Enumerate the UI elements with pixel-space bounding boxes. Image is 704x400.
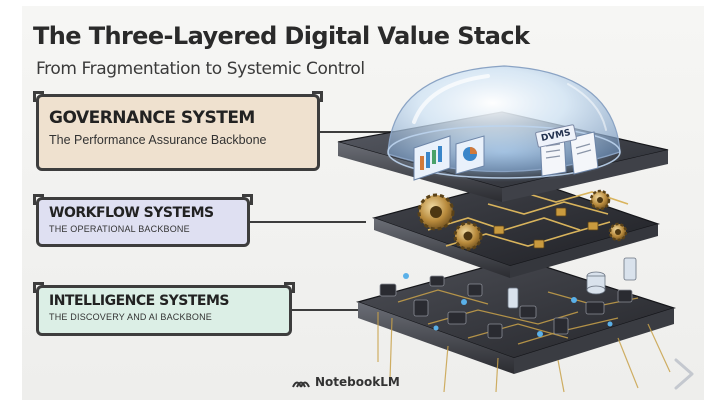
workflow-systems-box: WORKFLOW SYSTEMS THE OPERATIONAL BACKBON… xyxy=(33,194,253,247)
workflow-layer-platform xyxy=(371,177,661,278)
governance-connector-line xyxy=(320,131,402,133)
intelligence-connector-line xyxy=(292,309,366,311)
page-subtitle: From Fragmentation to Systemic Control xyxy=(36,59,365,79)
gear-icon xyxy=(453,221,483,251)
chart-panel-icon xyxy=(455,135,485,175)
workflow-systems-title: WORKFLOW SYSTEMS xyxy=(49,205,214,221)
intelligence-layer-platform xyxy=(356,257,676,393)
chevron-right-icon[interactable] xyxy=(662,354,702,394)
workflow-connector-line xyxy=(250,221,366,223)
governance-system-title: GOVERNANCE SYSTEM xyxy=(49,108,255,128)
notebooklm-branding: NotebookLM xyxy=(292,375,400,389)
intelligence-systems-subtitle: THE DISCOVERY AND AI BACKBONE xyxy=(49,312,213,322)
governance-system-subtitle: The Performance Assurance Backbone xyxy=(49,133,267,147)
intelligence-systems-title: INTELLIGENCE SYSTEMS xyxy=(49,293,230,309)
gear-icon xyxy=(608,222,628,242)
document-panel-icon xyxy=(569,131,599,175)
governance-system-box: GOVERNANCE SYSTEM The Performance Assura… xyxy=(33,91,323,171)
gear-icon xyxy=(589,189,611,211)
dashboard-panel-icon xyxy=(413,135,451,181)
notebooklm-brand-name: NotebookLM xyxy=(315,375,400,389)
layered-stack-illustration xyxy=(337,65,676,393)
workflow-systems-subtitle: THE OPERATIONAL BACKBONE xyxy=(49,224,190,234)
page-title: The Three-Layered Digital Value Stack xyxy=(33,22,530,50)
notebooklm-logo-icon xyxy=(292,381,310,387)
gear-icon xyxy=(417,193,455,231)
intelligence-systems-box: INTELLIGENCE SYSTEMS THE DISCOVERY AND A… xyxy=(33,282,295,336)
